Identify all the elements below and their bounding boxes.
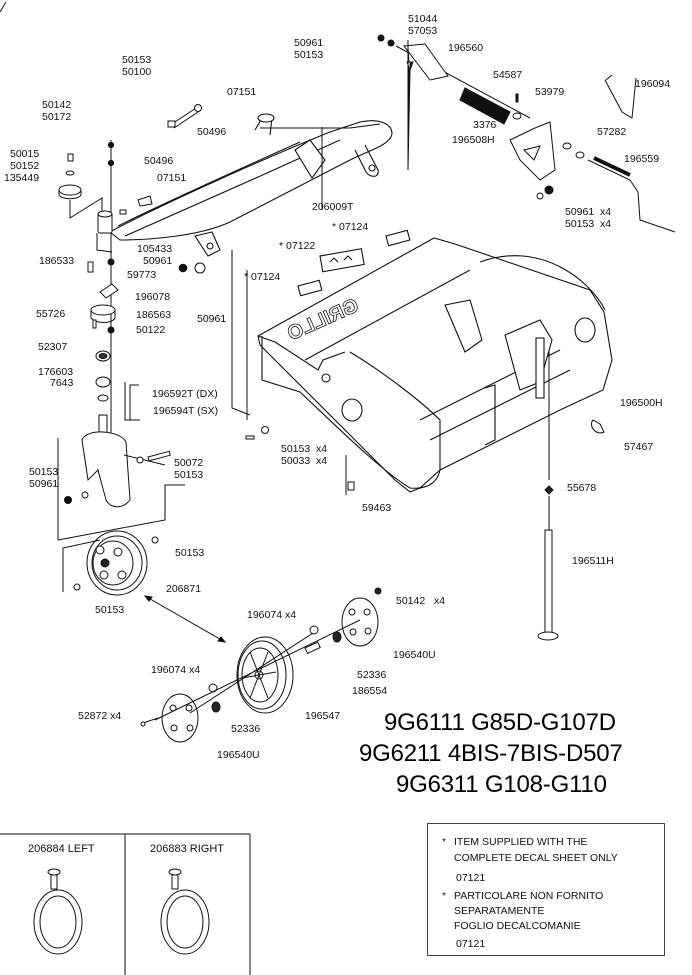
part-label: 50496 <box>197 126 227 138</box>
part-label: 50152 <box>10 160 40 172</box>
part-label: 54587 <box>493 69 523 81</box>
part-label: 196547 <box>305 710 341 722</box>
part-label: 50961 x4 <box>565 206 612 218</box>
wheel-206871 <box>62 530 159 596</box>
model-title: 9G6211 4BIS-7BIS-D507 <box>359 740 623 767</box>
handle-frame <box>109 113 393 257</box>
part-label: 07151 <box>227 86 257 98</box>
part-label: 186563 <box>136 309 172 321</box>
part-label: 50153 <box>29 466 59 478</box>
part-label: 196500H <box>620 397 663 409</box>
deck-fasteners <box>178 250 355 495</box>
variants-box <box>0 833 251 975</box>
part-label: 50153 <box>294 49 324 61</box>
part-label: 196540U <box>393 649 436 661</box>
decal-label: * 07122 <box>279 240 316 252</box>
corner-mark <box>0 1 7 13</box>
part-label: 50961 <box>294 37 324 49</box>
part-label: 196592T (DX) <box>152 388 218 400</box>
note-en-line2: COMPLETE DECAL SHEET ONLY <box>454 852 618 864</box>
part-label: 57282 <box>597 126 627 138</box>
kingpin-assembly <box>57 140 185 541</box>
deck-housing: GRILLO <box>257 229 613 493</box>
part-label: 50142 <box>42 99 72 111</box>
note-en-code: 07121 <box>456 872 486 884</box>
part-label: 50961 <box>197 313 227 325</box>
part-label: 206009T <box>312 201 354 213</box>
part-label: 196559 <box>624 153 660 165</box>
part-label: 186533 <box>39 255 75 267</box>
note-it-line1: *PARTICOLARE NON FORNITO <box>442 890 604 902</box>
part-label: 186554 <box>352 685 388 697</box>
part-label: 176603 <box>38 366 74 378</box>
part-label: 50142 x4 <box>396 595 446 607</box>
part-label: 196094 <box>635 78 671 90</box>
note-it-code: 07121 <box>456 938 486 950</box>
part-label: 50122 <box>136 324 166 336</box>
part-label: 3376 <box>473 119 497 131</box>
part-label: 52872 x4 <box>78 710 122 722</box>
variant-left-title: 206884 LEFT <box>28 843 95 855</box>
part-label: 196594T (SX) <box>153 405 219 417</box>
part-label: 206871 <box>166 583 202 595</box>
part-label: 50153 <box>95 604 125 616</box>
part-label: 135449 <box>4 172 40 184</box>
part-label: 196540U <box>217 749 260 761</box>
part-label: 50153 <box>174 469 204 481</box>
part-label: 196074 x4 <box>151 664 201 676</box>
part-label: 196074 x4 <box>247 609 297 621</box>
part-label: 50015 <box>10 148 40 160</box>
decal-label: * 07124 <box>244 271 281 283</box>
post-196511H <box>537 350 605 641</box>
wheel-196547-assembly <box>140 587 382 743</box>
part-label: 50072 <box>174 457 204 469</box>
note-it-line2: SEPARATAMENTE <box>454 905 545 917</box>
part-label: 55726 <box>36 308 66 320</box>
note-it-line3: FOGLIO DECALCOMANIE <box>454 920 581 932</box>
part-label: 196508H <box>452 134 495 146</box>
part-label: 52307 <box>38 341 68 353</box>
part-label: 57053 <box>408 25 438 37</box>
part-label: 07151 <box>157 172 187 184</box>
part-label: 50153 <box>175 547 205 559</box>
part-label: 50496 <box>144 155 174 167</box>
part-label: 52336 <box>357 669 387 681</box>
part-label: 105433 <box>137 243 173 255</box>
model-title: 9G6111 G85D-G107D <box>384 709 616 736</box>
part-label: 52336 <box>231 723 261 735</box>
part-label: 196511H <box>572 555 614 567</box>
part-label: 50153 <box>122 54 152 66</box>
part-label: 7643 <box>50 377 74 389</box>
spring-54587 <box>459 87 511 125</box>
part-label: 50153 x4 <box>565 218 612 230</box>
note-en-line1: *ITEM SUPPLIED WITH THE <box>442 836 588 848</box>
bolt-50100 <box>167 104 202 129</box>
part-label: 50033 x4 <box>281 455 328 467</box>
variant-right-title: 206883 RIGHT <box>150 843 224 855</box>
part-label: 50961 <box>29 478 59 490</box>
part-label: 196560 <box>448 42 484 54</box>
part-label: 50100 <box>122 66 152 78</box>
decal-note-box: *ITEM SUPPLIED WITH THE COMPLETE DECAL S… <box>427 823 665 956</box>
part-label: 196078 <box>135 291 171 303</box>
part-label: 51044 <box>408 13 438 25</box>
decal-label: * 07124 <box>332 221 369 233</box>
part-label: 55678 <box>567 482 597 494</box>
part-label: 50172 <box>42 111 72 123</box>
part-label: 59463 <box>362 502 392 514</box>
model-title: 9G6311 G108-G110 <box>396 771 607 798</box>
part-label: 57467 <box>624 441 654 453</box>
part-label: 59773 <box>127 269 157 281</box>
interchange-arrow <box>143 595 227 643</box>
height-adjust-assembly <box>321 34 676 233</box>
part-label: 53979 <box>535 86 565 98</box>
part-label: 50153 x4 <box>281 443 328 455</box>
part-label: 50961 <box>143 255 173 267</box>
